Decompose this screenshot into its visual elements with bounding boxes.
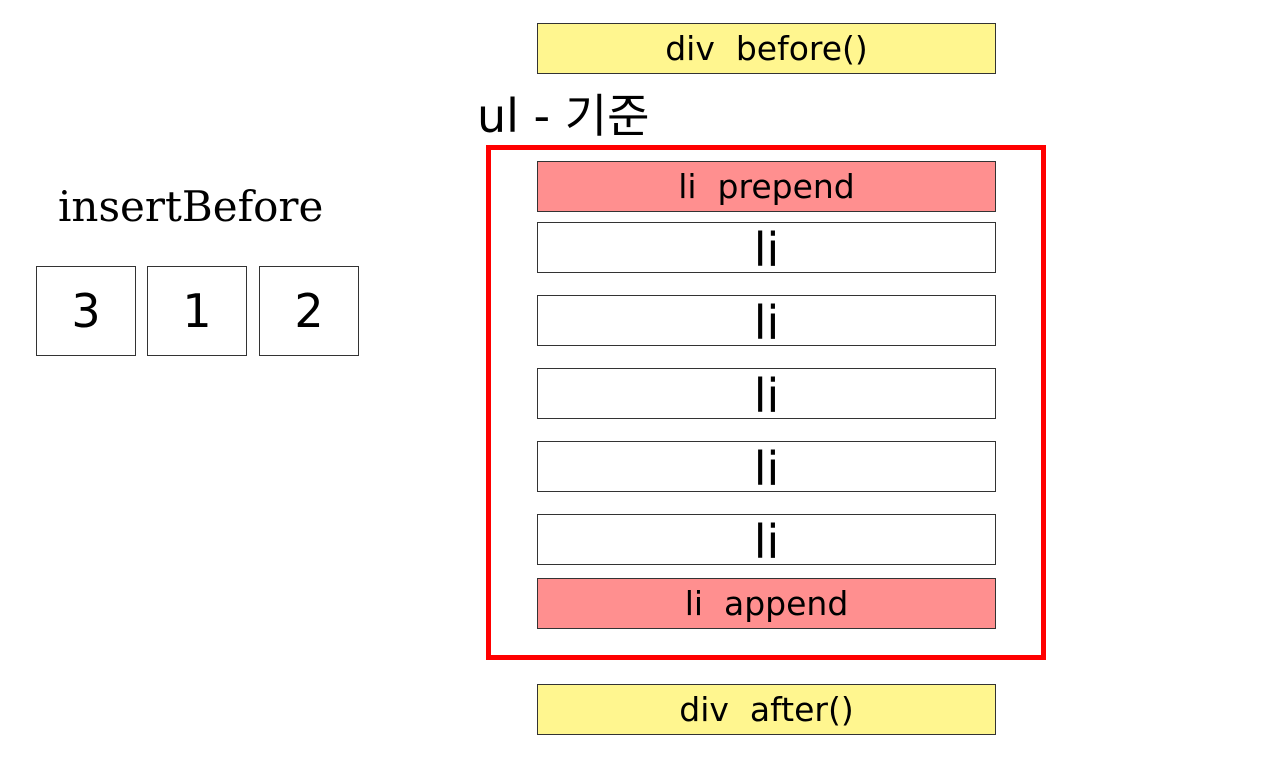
li-item: li bbox=[537, 368, 996, 419]
li-prepend-box: li prepend bbox=[537, 161, 996, 212]
li-item-label: li bbox=[753, 222, 780, 277]
li-item: li bbox=[537, 514, 996, 565]
li-append-label: li append bbox=[684, 584, 849, 623]
li-item-label: li bbox=[753, 295, 780, 350]
insert-before-title: insertBefore bbox=[58, 182, 324, 231]
li-item: li bbox=[537, 295, 996, 346]
ul-title: ul - 기준 bbox=[477, 89, 650, 143]
li-prepend-label: li prepend bbox=[678, 167, 855, 206]
li-item-label: li bbox=[753, 514, 780, 569]
div-after-label: div after() bbox=[679, 690, 854, 729]
div-after-box: div after() bbox=[537, 684, 996, 735]
ul-frame bbox=[486, 145, 1046, 660]
insert-before-box: 3 bbox=[36, 266, 136, 356]
insert-before-box: 2 bbox=[259, 266, 359, 356]
li-item-label: li bbox=[753, 441, 780, 496]
insert-before-box: 1 bbox=[147, 266, 247, 356]
div-before-label: div before() bbox=[665, 29, 868, 68]
li-append-box: li append bbox=[537, 578, 996, 629]
li-item: li bbox=[537, 222, 996, 273]
li-item: li bbox=[537, 441, 996, 492]
li-item-label: li bbox=[753, 368, 780, 423]
div-before-box: div before() bbox=[537, 23, 996, 74]
